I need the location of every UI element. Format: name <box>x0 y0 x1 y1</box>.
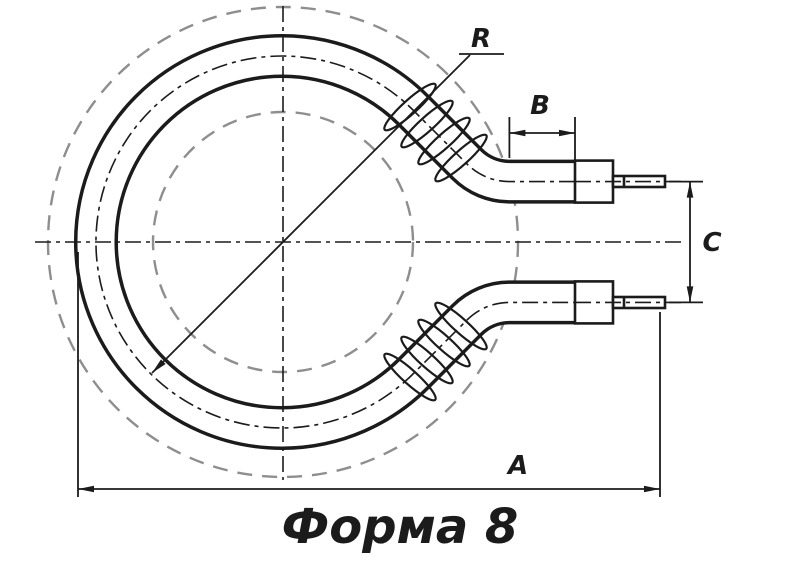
b-arrow-left <box>509 129 526 137</box>
c-arrow-bottom <box>686 286 694 303</box>
dimension-b-label: B <box>530 91 550 121</box>
dimension-c <box>669 180 703 304</box>
radius-arrow <box>152 359 166 373</box>
dimension-a-label: A <box>506 451 528 481</box>
a-arrow-left <box>78 485 94 493</box>
dimension-r-label: R <box>471 24 491 54</box>
b-arrow-right <box>559 129 575 137</box>
dimension-c-label: C <box>702 228 721 258</box>
dimension-a <box>77 252 661 497</box>
c-arrow-top <box>686 181 694 198</box>
dimension-r <box>151 53 504 374</box>
drawing-title: Форма 8 <box>282 499 519 555</box>
radius-line <box>151 54 471 374</box>
a-arrow-right <box>644 485 660 493</box>
centerlines <box>35 6 686 480</box>
dimension-b <box>508 117 576 160</box>
